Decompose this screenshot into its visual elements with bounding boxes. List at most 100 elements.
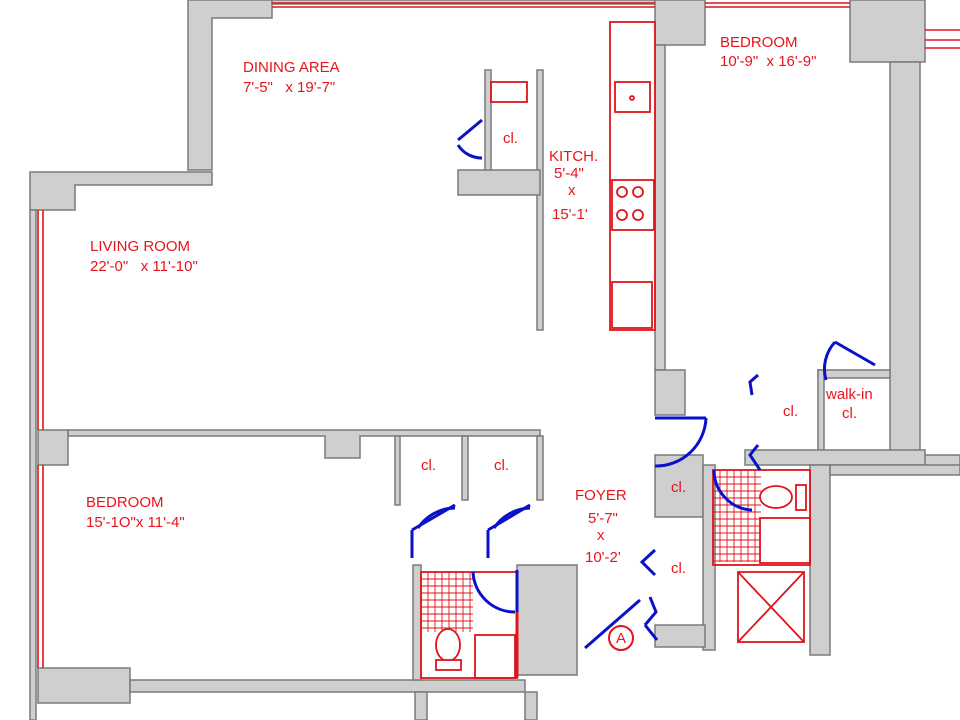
windows bbox=[37, 2, 960, 668]
shower-cross bbox=[737, 571, 805, 643]
refrigerator-icon bbox=[611, 281, 653, 329]
wall-bath bbox=[516, 564, 578, 676]
walkin-closet-line1: walk-in bbox=[825, 386, 873, 403]
bedroom-main-name: BEDROOM bbox=[720, 34, 798, 51]
living-room-dims: 22'-0" x 11'-10" bbox=[90, 258, 198, 275]
door-swing bbox=[456, 144, 483, 160]
closet-label: cl. bbox=[503, 130, 518, 147]
door-swing bbox=[748, 373, 759, 396]
bedroom-second-dims: 15'-1O"x 11'-4" bbox=[86, 514, 185, 531]
closet-label: cl. bbox=[783, 403, 798, 420]
entry-marker-label: A bbox=[616, 630, 626, 647]
kitchen-x: x bbox=[568, 182, 576, 199]
door-swing bbox=[654, 417, 708, 468]
living-room-name: LIVING ROOM bbox=[90, 238, 190, 255]
room-labels: DINING AREA 7'-5" x 19'-7" LIVING ROOM 2… bbox=[86, 34, 873, 577]
wall-closet bbox=[457, 169, 541, 196]
walls bbox=[29, 0, 960, 720]
kitchen-dim2: 15'-1' bbox=[552, 206, 588, 223]
wall-foyer bbox=[809, 464, 831, 656]
wall-foyer bbox=[654, 624, 706, 648]
door-swing bbox=[457, 118, 483, 142]
foyer-dim2: 10'-2' bbox=[585, 549, 621, 566]
wall-foyer bbox=[654, 454, 704, 518]
closet-label: cl. bbox=[671, 560, 686, 577]
wall-column bbox=[29, 171, 213, 211]
wall-column bbox=[654, 0, 706, 46]
wall-bottom bbox=[414, 691, 428, 720]
wall-bottom bbox=[524, 691, 538, 720]
vanity-icon bbox=[474, 634, 516, 679]
wall-left bbox=[29, 209, 37, 720]
wall-closet bbox=[536, 435, 544, 501]
entry-circle bbox=[608, 625, 634, 651]
foyer-dim1: 5'-7" bbox=[588, 510, 618, 527]
foyer-name: FOYER bbox=[575, 487, 627, 504]
door-swing bbox=[822, 340, 837, 381]
sink-icon bbox=[614, 81, 651, 113]
wall-walkin bbox=[817, 369, 891, 379]
door-swing bbox=[492, 506, 531, 529]
toilet-tank bbox=[795, 484, 807, 511]
wall-right bbox=[829, 464, 960, 476]
wall-kitchen bbox=[536, 69, 544, 331]
toilet-tank bbox=[435, 659, 462, 671]
sink-drain bbox=[629, 95, 635, 101]
dining-area-dims: 7'-5" x 19'-7" bbox=[243, 79, 335, 96]
dining-area-name: DINING AREA bbox=[243, 59, 340, 76]
bathroom-left bbox=[420, 570, 519, 679]
closet-label: cl. bbox=[494, 457, 509, 474]
wall-column bbox=[654, 369, 686, 416]
toilet-icon bbox=[759, 485, 793, 509]
wall-closet bbox=[394, 435, 401, 506]
wall-closet bbox=[461, 435, 469, 501]
burner bbox=[616, 186, 628, 198]
foyer-x: x bbox=[597, 527, 605, 544]
closet-label: cl. bbox=[671, 479, 686, 496]
door-swing bbox=[471, 571, 516, 614]
door-swing bbox=[748, 444, 762, 471]
door-leaf bbox=[643, 624, 659, 641]
toilet-icon bbox=[435, 628, 461, 662]
wall-column bbox=[849, 0, 926, 63]
kitchen-fixtures bbox=[490, 21, 656, 331]
shower-icon bbox=[737, 571, 805, 643]
entry-marker: A bbox=[608, 625, 634, 651]
wall-bedroom bbox=[654, 44, 666, 371]
door-swing bbox=[712, 469, 753, 512]
closet-label: cl. bbox=[421, 457, 436, 474]
wall-partition bbox=[67, 429, 541, 459]
wall-bottom bbox=[129, 679, 526, 693]
door-swing bbox=[639, 548, 657, 577]
wall-column bbox=[187, 0, 273, 171]
kitchen-name: KITCH. bbox=[549, 148, 598, 165]
doors bbox=[410, 118, 876, 650]
kitchen-dim1: 5'-4" bbox=[554, 165, 584, 182]
door-swing bbox=[834, 340, 876, 367]
bedroom-main-dims: 10'-9" x 16'-9" bbox=[720, 53, 816, 70]
burner bbox=[632, 209, 644, 221]
bedroom-second-name: BEDROOM bbox=[86, 494, 164, 511]
wall-bath bbox=[412, 564, 422, 681]
door-swing bbox=[584, 598, 641, 650]
door-swing bbox=[416, 506, 456, 529]
walkin-closet-line2: cl. bbox=[842, 405, 857, 422]
wall-walkin bbox=[744, 449, 926, 466]
kitchen-counter bbox=[609, 21, 656, 331]
burner bbox=[632, 186, 644, 198]
tile-grid bbox=[713, 470, 761, 562]
wall-column bbox=[37, 429, 69, 466]
stove-icon bbox=[611, 179, 655, 231]
wall-bedroom-right bbox=[889, 61, 921, 458]
wall-closet bbox=[484, 69, 492, 171]
wall-foyer bbox=[702, 464, 716, 651]
door-swing bbox=[643, 596, 658, 626]
wall-column bbox=[37, 667, 131, 704]
tile-grid bbox=[421, 572, 473, 632]
wall-walkin bbox=[817, 369, 825, 456]
kitchen-closet-shelf bbox=[490, 81, 528, 103]
burner bbox=[616, 209, 628, 221]
bathroom-right bbox=[712, 469, 811, 643]
vanity-icon bbox=[759, 517, 811, 564]
